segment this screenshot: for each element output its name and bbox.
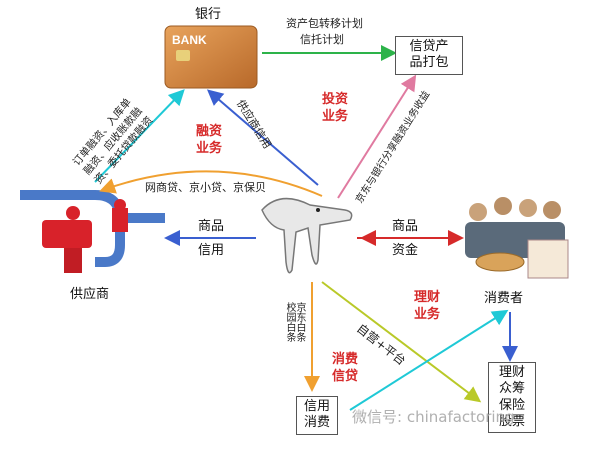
bank-card-text: BANK [172,33,207,47]
funds-right-label: 资金 [392,243,419,258]
trust-plan-label: 信托计划 [300,33,344,46]
jd-baitiao-label: 京东白条 校园白条 [284,302,305,342]
goods-right-label: 商品 [392,219,419,234]
investment-business-label: 投资 业务 [322,92,349,124]
supplier-label: 供应商 [70,287,110,302]
wealth-business-label: 理财 业务 [414,290,441,322]
jd-mascot-icon [261,197,353,274]
consumer-group-icon [465,197,569,279]
asset-package-label: 资产包转移计划 [286,17,363,30]
finance-products-box: 理财 众筹 保险 股票 [488,362,536,433]
finance-business-label: 融资 业务 [196,124,223,156]
pipe-valve-icon [20,190,165,273]
credit-package-box: 信贷产 品打包 [395,36,463,75]
consumer-label: 消费者 [484,291,524,306]
watermark-text: 微信号: chinafactoring [352,408,515,426]
goods-left-label: 商品 [198,219,225,234]
wangshang-loans-label: 网商贷、京小贷、京保贝 [145,181,266,194]
bank-label: 银行 [195,7,222,22]
consumer-credit-label: 消费 信贷 [332,352,359,384]
credit-consume-box: 信用 消费 [296,396,338,435]
bank-card-icon: BANK [164,25,258,89]
credit-left-label: 信用 [198,243,225,258]
